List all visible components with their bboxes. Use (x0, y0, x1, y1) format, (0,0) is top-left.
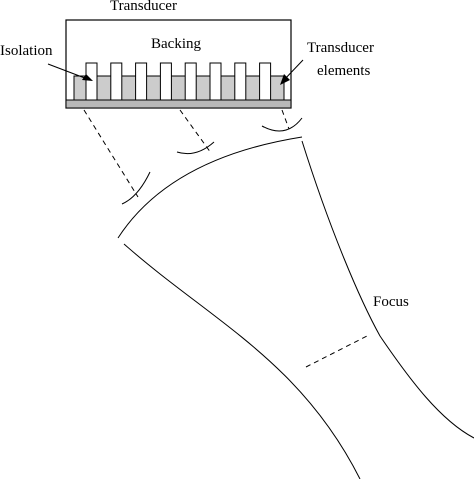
transducer-title-label: Transducer (110, 0, 177, 14)
transducer-element (110, 62, 123, 101)
beam-right-boundary (301, 140, 474, 439)
focus-label: Focus (373, 294, 409, 310)
transducer-element (259, 62, 272, 101)
isolation-layer (73, 75, 285, 101)
wavelet-arc-left (121, 171, 151, 205)
transducer-element (135, 62, 148, 101)
wavelet-arc-middle (176, 141, 215, 155)
isolation-label: Isolation (0, 43, 53, 59)
delay-line-left (83, 109, 139, 198)
backing-label: Backing (151, 36, 201, 52)
transducer-element (159, 62, 172, 101)
transducer-elements-label-line1: Transducer (307, 40, 374, 56)
transducer-elements-arrowhead (280, 74, 290, 85)
beam-left-boundary (123, 243, 361, 480)
transducer-elements-label-line2: elements (317, 63, 370, 79)
isolation-arrowhead (82, 74, 93, 81)
transducer-element (209, 62, 222, 101)
focus-line (305, 335, 368, 368)
transducer-element (85, 62, 98, 101)
wavelet-arc-right (261, 117, 303, 132)
isolation-arrow (47, 63, 91, 81)
transducer-element (184, 62, 197, 101)
delay-line-middle (179, 109, 212, 154)
transducer-element (234, 62, 247, 101)
wavefront-arc (117, 136, 303, 239)
delay-line-right (281, 109, 290, 130)
matching-layer (65, 99, 292, 109)
